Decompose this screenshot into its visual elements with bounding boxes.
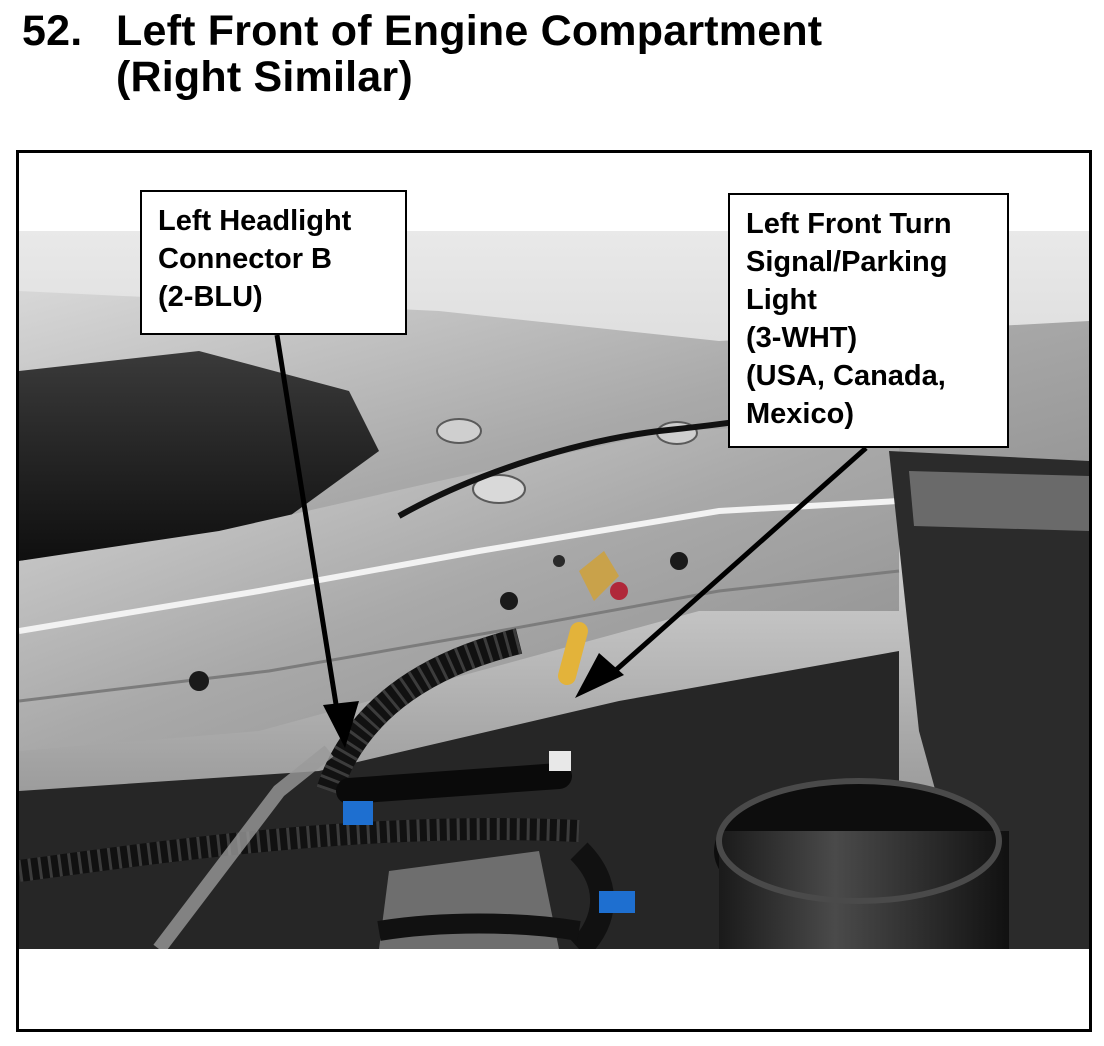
blue-connector	[343, 801, 373, 825]
callout-line: Left Front Turn	[746, 208, 952, 240]
headlight-pointer-arrowhead	[323, 701, 359, 748]
callout-line: Left Headlight	[158, 205, 352, 237]
callout-line: Mexico)	[746, 398, 854, 430]
headlight-connector-callout: Left Headlight Connector B (2-BLU)	[140, 190, 407, 335]
callout-line: (2-BLU)	[158, 281, 263, 313]
callout-line: (3-WHT)	[746, 322, 858, 354]
callout-arrows	[274, 334, 868, 748]
turn-signal-connector-callout: Left Front Turn Signal/Parking Light (3-…	[728, 193, 1009, 448]
page-subtitle: (Right Similar)	[116, 53, 413, 101]
callout-line: Signal/Parking	[746, 246, 948, 278]
callout-line: Connector B	[158, 243, 332, 275]
page-heading: 52. Left Front of Engine Compartment (Rig…	[22, 8, 822, 100]
headlight-pointer-line	[274, 334, 342, 724]
callout-line: (USA, Canada,	[746, 360, 946, 392]
white-connector	[549, 751, 571, 771]
step-number: 52.	[22, 7, 83, 55]
turn-signal-pointer-line	[605, 446, 868, 680]
figure-frame: Left Headlight Connector B (2-BLU) Left …	[16, 150, 1092, 1032]
callout-line: Light	[746, 284, 817, 316]
turn-signal-pointer-arrowhead	[575, 653, 624, 698]
page-title: Left Front of Engine Compartment	[116, 7, 823, 55]
